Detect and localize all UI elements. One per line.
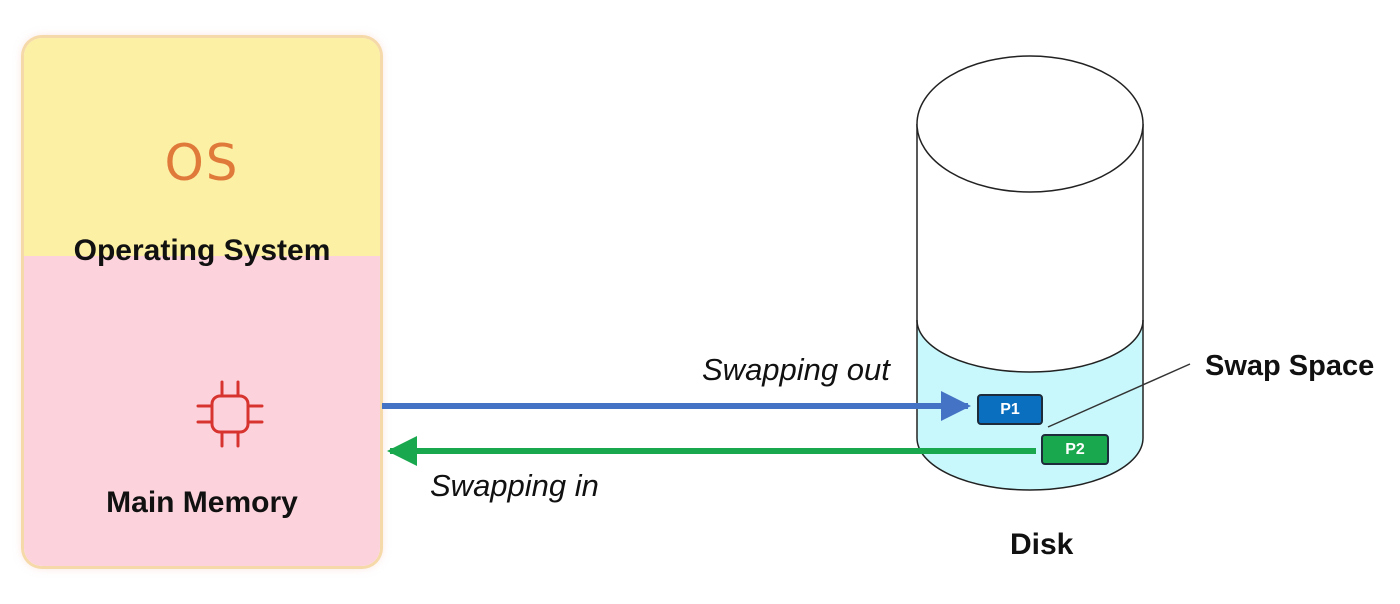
process-p2: P2 xyxy=(1041,434,1109,465)
process-p1: P1 xyxy=(977,394,1043,425)
cpu-chip-icon xyxy=(196,380,264,448)
main-memory-block: OS Operating System Main Memory xyxy=(24,38,380,566)
swap-in-label: Swapping in xyxy=(430,468,599,503)
os-logo: OS xyxy=(164,134,240,192)
os-title: Operating System xyxy=(73,234,331,267)
disk-top xyxy=(916,55,1144,193)
swap-divider xyxy=(916,319,1144,373)
os-region xyxy=(24,38,380,256)
main-memory-title: Main Memory xyxy=(106,486,298,519)
disk-label: Disk xyxy=(1010,528,1074,561)
swap-space-label: Swap Space xyxy=(1205,350,1375,382)
swap-out-label: Swapping out xyxy=(702,352,890,387)
memory-region xyxy=(24,256,380,566)
swap-space-connector xyxy=(1047,363,1191,428)
